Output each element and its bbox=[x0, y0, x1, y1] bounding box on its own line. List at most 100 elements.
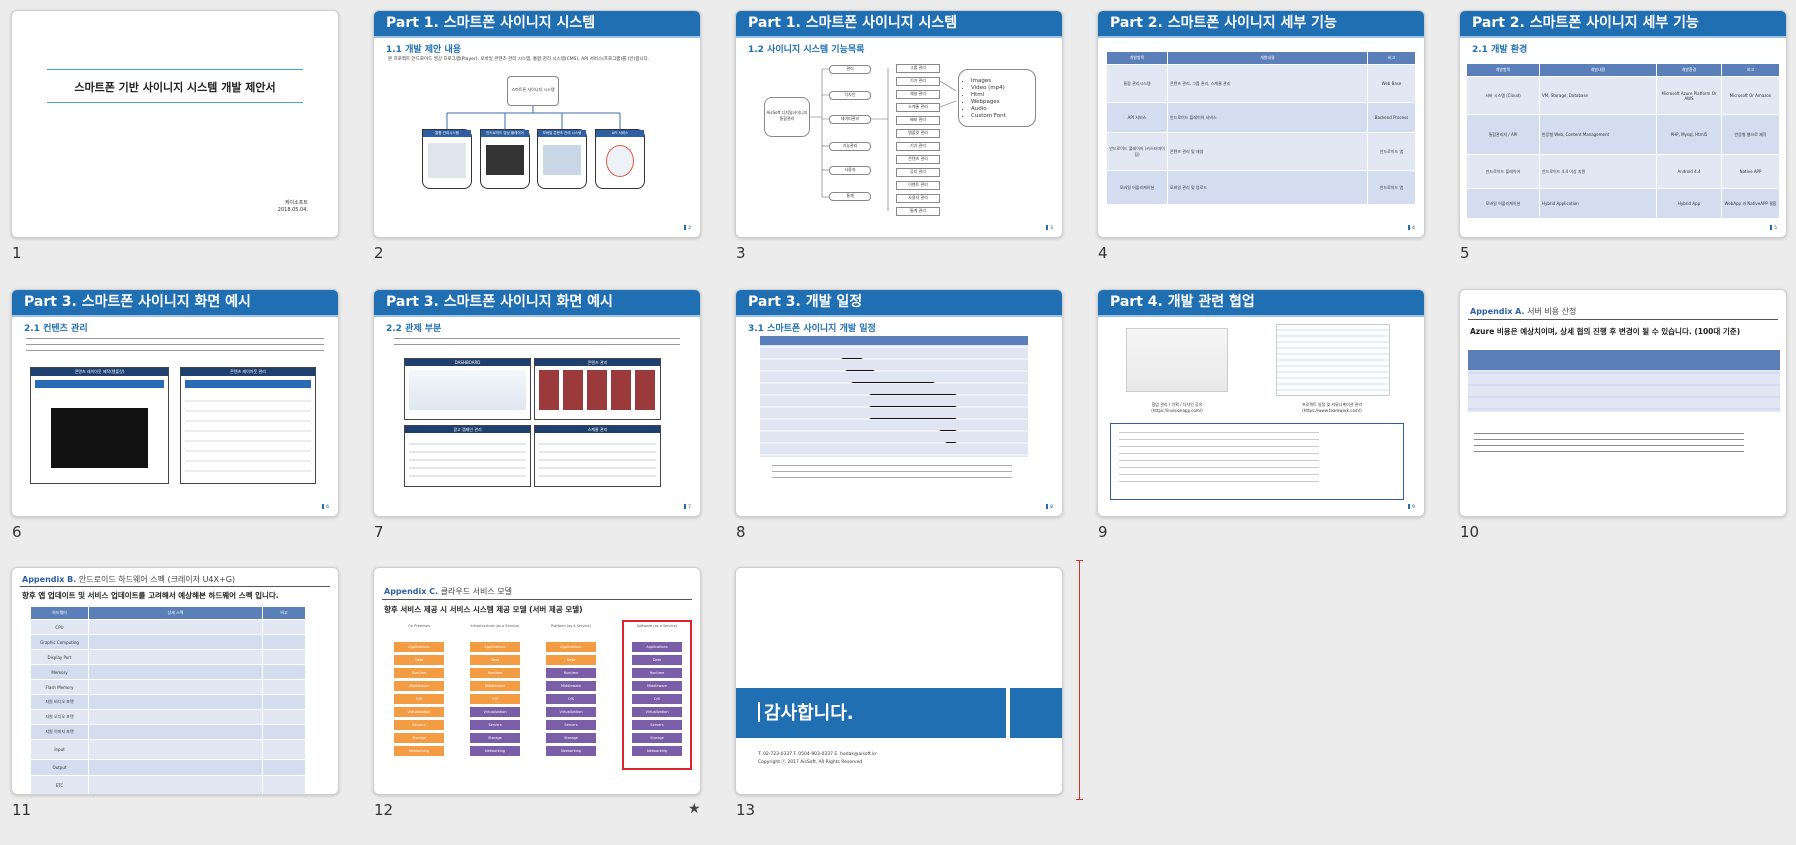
table-cell: Hybrid App bbox=[1656, 188, 1722, 219]
slide-number: 1 bbox=[12, 244, 22, 262]
table-cell bbox=[88, 724, 263, 740]
slide-thumbnail-6[interactable]: Part 3. 스마트폰 사이니지 화면 예시 2.1 컨텐츠 관리 콘텐츠 레… bbox=[11, 289, 339, 517]
header-rule bbox=[736, 315, 1062, 317]
table-cell bbox=[262, 679, 306, 695]
slide-number: 9 bbox=[1098, 523, 1108, 541]
column-header: 개발환경 bbox=[1656, 63, 1722, 77]
branch-label: 안드로이드 영상 플레이어 bbox=[481, 130, 529, 137]
table-cell: Output bbox=[30, 759, 89, 776]
table-cell bbox=[88, 619, 263, 635]
function-leaf: 채널 관리 bbox=[896, 90, 940, 99]
slide-thumbnail-3[interactable]: Part 1. 스마트폰 사이니지 시스템 1.2 사이니지 시스템 기능목록 … bbox=[735, 10, 1063, 238]
slide-thumbnail-7[interactable]: Part 3. 스마트폰 사이니지 화면 예시 2.2 관제 부분 DASHBO… bbox=[373, 289, 701, 517]
table-cell bbox=[88, 739, 263, 760]
table-cell: 모바일 어플리케이션 bbox=[1106, 170, 1168, 205]
stack-layer: Servers bbox=[546, 720, 596, 730]
function-connectors bbox=[810, 68, 957, 211]
table-cell: 지원 오디오 포맷 bbox=[30, 709, 89, 725]
screenshot-content: 콘텐츠 관리 bbox=[534, 358, 661, 420]
slide-header: Part 3. 스마트폰 사이니지 화면 예시 bbox=[12, 290, 338, 315]
slide-thumbnail-2[interactable]: Part 1. 스마트폰 사이니지 시스템 1.1 개발 제안 내용 본 프로젝… bbox=[373, 10, 701, 238]
screenshot-body bbox=[539, 370, 656, 410]
slide-header: Part 4. 개발 관련 협업 bbox=[1098, 290, 1424, 315]
stack-layer: Middleware bbox=[394, 681, 444, 691]
table-cell: 통합 관리시스템 bbox=[1106, 64, 1168, 103]
screenshot-list bbox=[185, 392, 311, 472]
branch-card-player: 안드로이드 영상 플레이어 bbox=[480, 129, 530, 189]
slide-footnote bbox=[1474, 432, 1744, 452]
stack-label: Infrastructure (as a Service) bbox=[470, 624, 520, 628]
stack-layer: Applications bbox=[632, 642, 682, 652]
screenshot-body bbox=[409, 370, 526, 410]
table-cell bbox=[88, 709, 263, 725]
title-rule bbox=[20, 586, 330, 587]
table-cell: PHP, Mysql, Html5 bbox=[1656, 114, 1722, 155]
slide-thumbnail-10[interactable]: Appendix A. 서버 비용 산정 Azure 비용은 예상치이며, 상세… bbox=[1459, 289, 1787, 517]
table-cell: Flash Memory bbox=[30, 679, 89, 695]
table-cell bbox=[262, 739, 306, 760]
column-header: 개발항목 bbox=[1466, 63, 1540, 77]
table-cell: 안드로이드 플레이어 서비스 bbox=[1167, 102, 1368, 133]
screenshot-schedule: 스케줄 관리 bbox=[534, 425, 661, 487]
gantt-bar bbox=[842, 358, 862, 359]
table-cell bbox=[262, 619, 306, 635]
branch-illustration bbox=[428, 143, 466, 178]
slide-thumbnail-9[interactable]: Part 4. 개발 관련 협업 협업 관리 / 기획 / 디자인 공유 (ht… bbox=[1097, 289, 1425, 517]
table-cell: Backend Process bbox=[1367, 102, 1416, 133]
stack-layer: Applications bbox=[394, 642, 444, 652]
gantt-bar bbox=[846, 370, 874, 371]
gantt-bar bbox=[946, 442, 956, 443]
header-rule bbox=[374, 315, 700, 317]
slide-thumbnail-11[interactable]: Appendix B. 안드로이드 하드웨어 스펙 (크레이저 U4X+G) 향… bbox=[11, 567, 339, 795]
page-number: 8 bbox=[1046, 504, 1053, 510]
slide-header: Part 3. 스마트폰 사이니지 화면 예시 bbox=[374, 290, 700, 315]
page-number: 5 bbox=[1770, 225, 1777, 231]
column-header: 개발내용 bbox=[1167, 51, 1368, 65]
header-rule bbox=[736, 36, 1062, 38]
slide-thumbnail-4[interactable]: Part 2. 스마트폰 사이니지 세부 기능 개발항목 개발내용 비고 통합 … bbox=[1097, 10, 1425, 238]
cloud-stack-paas: Platform (as a Service) Applications Dat… bbox=[546, 624, 596, 759]
screenshot-campaign: 광고 캠페인 관리 bbox=[404, 425, 531, 487]
slide-thumbnail-12[interactable]: Appendix C. 클라우드 서비스 모델 향후 서비스 제공 시 서비스 … bbox=[373, 567, 701, 795]
table-cell bbox=[262, 634, 306, 650]
insertion-marker[interactable] bbox=[1076, 560, 1083, 800]
branch-illustration bbox=[486, 145, 524, 175]
screenshot-invision bbox=[1126, 328, 1228, 392]
slide-thumbnail-1[interactable]: 스마트폰 기반 사이니지 시스템 개발 제안서 케이소프트 2018.05.04… bbox=[11, 10, 339, 238]
column-header: 비고 bbox=[262, 606, 306, 620]
slide-body-text bbox=[394, 337, 680, 349]
slide-thumbnail-8[interactable]: Part 3. 개발 일정 3.1 스마트폰 사이니지 개발 일정 8 bbox=[735, 289, 1063, 517]
branch-illustration bbox=[606, 145, 634, 177]
slide-thumbnail-13[interactable]: 감사합니다. T. 02-723-0337 F. 0504-903-0337 E… bbox=[735, 567, 1063, 795]
table-cell bbox=[262, 694, 306, 710]
media-item: Html bbox=[971, 92, 1035, 99]
gantt-bar bbox=[852, 382, 934, 383]
title-rule bbox=[1468, 319, 1778, 320]
stack-layer: Runtime bbox=[632, 668, 682, 678]
column-header: 개발내용 bbox=[1539, 63, 1657, 77]
section-title: 3.1 스마트폰 사이니지 개발 일정 bbox=[748, 324, 876, 334]
screenshot-caption: 스케줄 관리 bbox=[535, 426, 660, 433]
function-group: 통계 bbox=[829, 192, 871, 201]
section-title: 2.1 개발 환경 bbox=[1472, 45, 1528, 55]
table-cell: Input bbox=[30, 739, 89, 760]
column-header: 하드웨어 bbox=[30, 606, 89, 620]
slide-transition-icon[interactable]: ★ bbox=[688, 801, 701, 817]
column-header: 상세 스펙 bbox=[88, 606, 263, 620]
table-cell: Android 4.4 bbox=[1656, 154, 1722, 189]
slide-thumbnail-5[interactable]: Part 2. 스마트폰 사이니지 세부 기능 2.1 개발 환경 개발항목 개… bbox=[1459, 10, 1787, 238]
table-cell: WebApp 과 NativeAPP 결합 bbox=[1721, 188, 1780, 219]
function-leaf: 사용자 관리 bbox=[896, 194, 940, 203]
screenshot-caption: 콘텐츠 관리 bbox=[535, 359, 660, 366]
stack-layer: Virtualization bbox=[470, 707, 520, 717]
stack-layer: Networking bbox=[546, 746, 596, 756]
function-group: 기능관리 bbox=[829, 142, 871, 151]
stack-label: Software (as a Service) bbox=[636, 624, 678, 628]
gantt-header bbox=[760, 336, 1028, 345]
header-rule bbox=[1098, 315, 1424, 317]
page-number: 4 bbox=[1408, 225, 1415, 231]
table-cell: 서버 시스템 (Cloud) bbox=[1466, 76, 1540, 115]
proposal-date: 2018.05.04. bbox=[277, 207, 308, 213]
table-cell: 모바일 관리 및 업로드 bbox=[1167, 170, 1368, 205]
appendix-label: Appendix C. bbox=[384, 587, 439, 596]
